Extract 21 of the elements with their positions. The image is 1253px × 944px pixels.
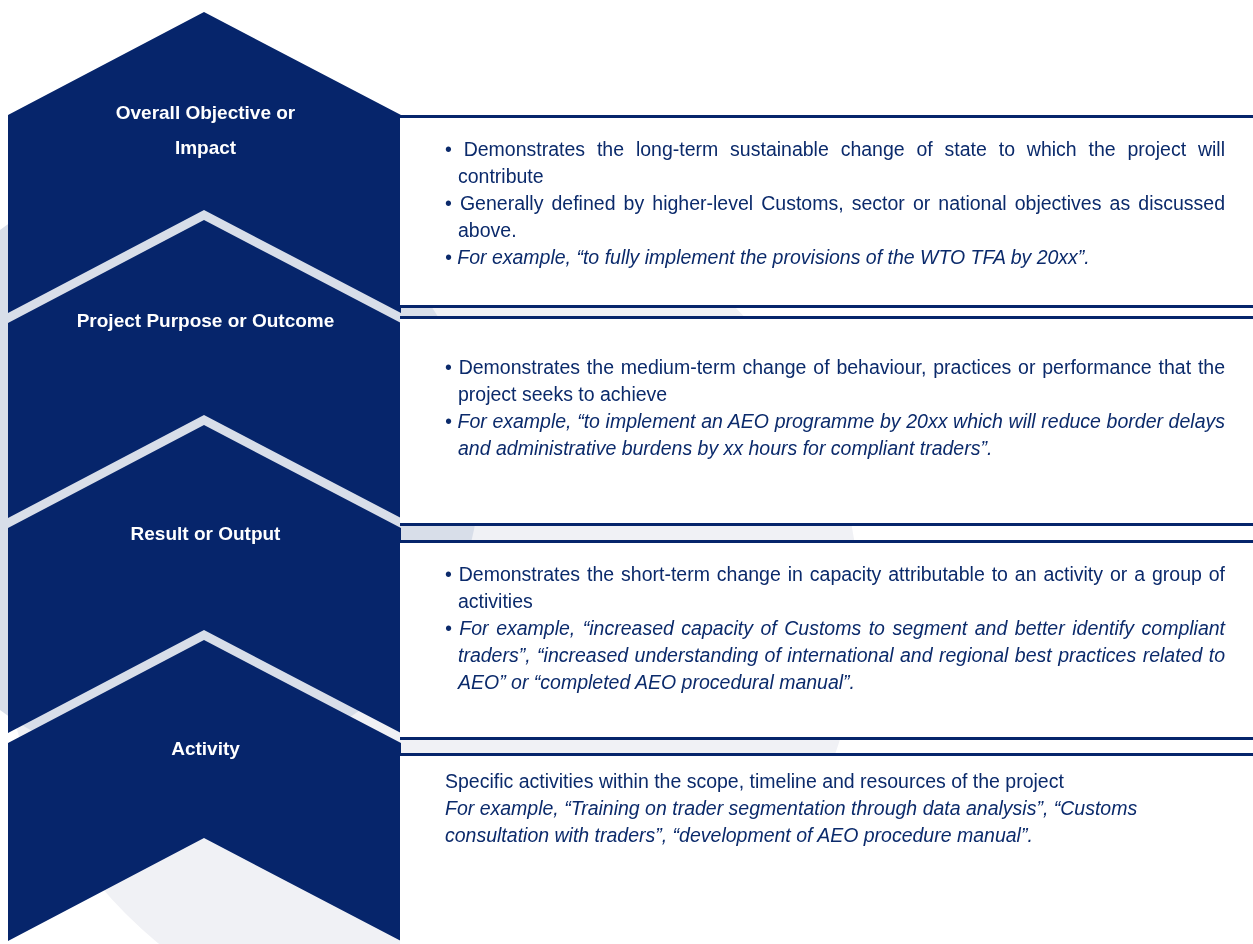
- description-panel: [400, 115, 1253, 308]
- level-title: Result or Output: [129, 521, 282, 546]
- description-panel: [400, 316, 1253, 526]
- bullet-text: • Demonstrates the short-term change in capacity attributable to an activity or a group of activities: [445, 562, 1225, 614]
- bullet-text: • Generally defined by higher-level Customs, sector or national objectives as discussed above.: [445, 191, 1225, 243]
- description-panel: [400, 753, 1253, 944]
- description-text: Specific activities within the scope, timeline and resources of the project: [444, 769, 1065, 794]
- level-title: Project Purpose or Outcome: [75, 308, 336, 333]
- level-title: Activity: [170, 736, 241, 761]
- example-text: • For example, “to fully implement the provisions of the WTO TFA by 20xx”.: [445, 245, 1091, 270]
- chevron-band: [8, 12, 401, 313]
- example-text: • For example, “increased capacity of Customs to segment and better identify compliant traders”, “increased understanding of international and regional best practices related to AEO” or “completed AEO procedural manual”.: [445, 616, 1225, 695]
- chevron-band: [8, 425, 401, 733]
- chevron-band: [8, 220, 401, 518]
- description-panel: [400, 540, 1253, 740]
- bullet-text: • Demonstrates the long-term sustainable change of state to which the project will contribute: [445, 137, 1225, 189]
- example-text: • For example, “to implement an AEO programme by 20xx which will reduce border delays and administrative burdens by xx hours for compliant traders”.: [445, 409, 1225, 461]
- level-title: Overall Objective or Impact: [114, 101, 297, 160]
- chevron-band: [8, 640, 401, 941]
- example-text: For example, “Training on trader segmentation through data analysis”, “Customs consultation with traders”, “development of AEO procedure manual”.: [444, 796, 1139, 848]
- bullet-text: • Demonstrates the medium-term change of behaviour, practices or performance that the project seeks to achieve: [445, 355, 1225, 407]
